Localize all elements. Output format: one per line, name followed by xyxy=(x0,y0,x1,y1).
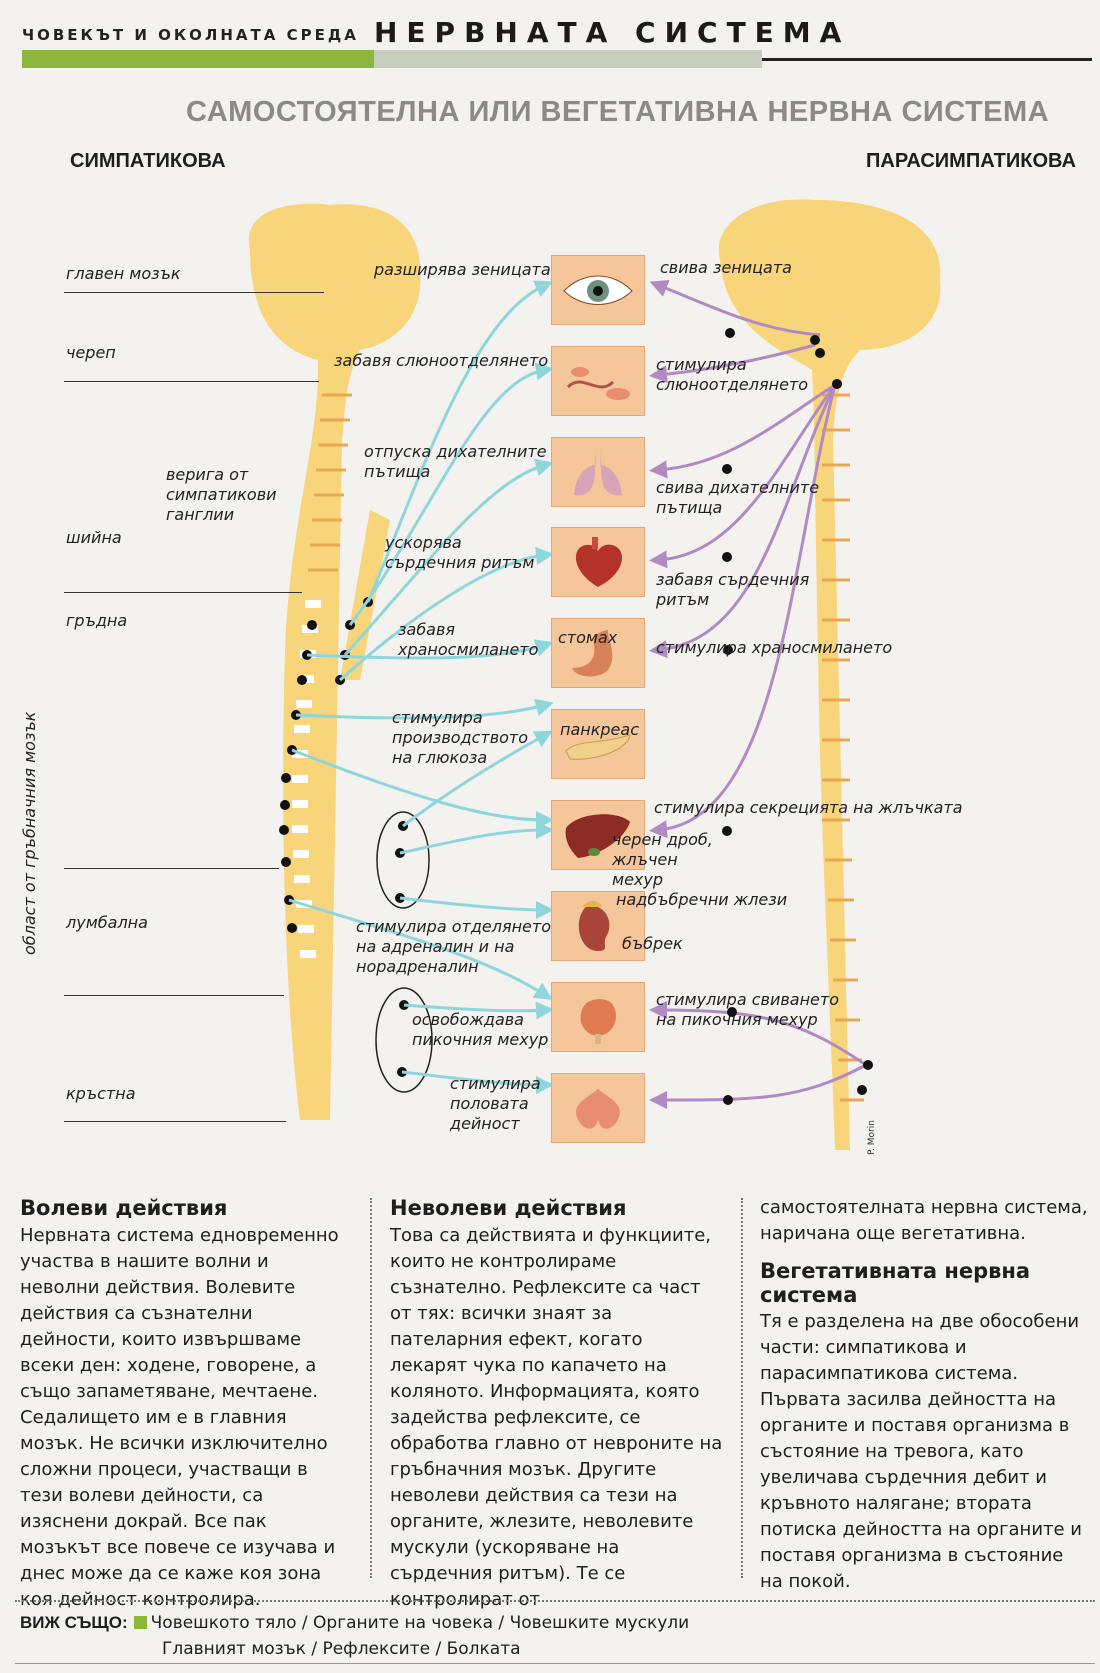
organ-heart xyxy=(551,527,645,597)
see-also-links-line2[interactable]: Главният мозък / Рефлексите / Болката xyxy=(162,1639,521,1659)
sym-action-saliva: забавя слюноотделянето xyxy=(334,351,549,370)
header-rule xyxy=(762,58,1092,61)
page-title: НЕРВНАТА СИСТЕМА xyxy=(374,16,851,49)
para-action-constrict-pupil: свива зеницата xyxy=(660,258,792,277)
kidney-icon xyxy=(578,901,610,951)
eye-icon xyxy=(563,275,633,305)
label-line-sacral xyxy=(64,1121,286,1122)
para-action-bile: стимулира секрецията на жлъчката xyxy=(654,798,963,817)
sym-action-sexual: стимулира половата дейност xyxy=(450,1074,541,1133)
sym-action-bladder: освобождава пикочния мехур xyxy=(412,1010,549,1049)
sym-action-digestion: забавя храносмилането xyxy=(398,620,539,659)
column-vegetative-text: Тя е разделена на две обособени части: с… xyxy=(760,1311,1082,1592)
reproductive-organs-icon xyxy=(576,1089,620,1129)
label-ganglia-chain: верига от симпатикови ганглии xyxy=(166,465,277,524)
column-involuntary: Неволеви действия Това са действията и ф… xyxy=(390,1195,725,1613)
organ-label-liver: черен дроб, жлъчен мехур xyxy=(612,830,713,889)
column-divider-1 xyxy=(370,1198,372,1578)
parasympathetic-fibers xyxy=(649,280,867,1109)
label-line-lumbar xyxy=(64,995,284,996)
column-vegetative: самостоятелната нервна система, наричана… xyxy=(760,1195,1090,1595)
heart-icon xyxy=(575,537,623,587)
see-also-label: ВИЖ СЪЩО: xyxy=(20,1613,128,1632)
organ-pancreas xyxy=(551,709,645,779)
para-action-heart: забавя сърдечния ритъм xyxy=(656,570,810,609)
illustrator-credit: P. Morin xyxy=(867,1120,877,1155)
parasympathetic-spine-rings xyxy=(822,393,864,1102)
sympathetic-fibers xyxy=(288,280,554,1094)
organ-stomach xyxy=(551,618,645,688)
sympathetic-body xyxy=(248,203,421,1120)
label-line-thoracic xyxy=(64,868,279,869)
sympathetic-heading: СИМПАТИКОВА xyxy=(70,150,226,172)
para-action-airways: свива дихателните пътища xyxy=(656,478,820,517)
liver-icon xyxy=(565,814,630,858)
sym-action-dilate-pupil: разширява зеницата xyxy=(374,260,551,279)
sym-action-glucose: стимулира производството на глюкоза xyxy=(392,708,529,767)
parasympathetic-ganglia xyxy=(722,328,873,1105)
column-voluntary: Волеви действия Нервната система едновре… xyxy=(20,1195,350,1613)
label-line-brain xyxy=(64,292,324,293)
label-lumbar: лумбална xyxy=(66,913,148,932)
organ-bladder xyxy=(551,982,645,1052)
page-header: ЧОВЕКЪТ И ОКОЛНАТА СРЕДА НЕРВНАТА СИСТЕМ… xyxy=(22,16,1092,70)
organ-label-pancreas: панкреас xyxy=(560,720,639,739)
salivary-gland-icon xyxy=(566,367,630,400)
column-voluntary-text: Нервната система едновременно участва в … xyxy=(20,1225,339,1610)
sym-action-adrenaline: стимулира отделянето на адреналин и на н… xyxy=(356,917,552,976)
label-sacral: кръстна xyxy=(66,1084,136,1103)
organ-salivary xyxy=(551,346,645,416)
para-action-saliva: стимулира слюноотделянето xyxy=(656,355,809,394)
lungs-icon xyxy=(574,449,622,496)
label-brain: главен мозък xyxy=(66,264,181,283)
label-line-cervical xyxy=(64,592,302,593)
bladder-icon xyxy=(580,999,616,1044)
column-vegetative-heading: Вегетативната нервна система xyxy=(760,1259,1031,1307)
para-action-bladder: стимулира свиването на пикочния мехур xyxy=(656,990,839,1029)
header-bar-grey xyxy=(374,50,762,68)
see-also: ВИЖ СЪЩО: Човешкото тяло / Органите на чо… xyxy=(20,1610,689,1662)
column-involuntary-text: Това са действията и функциите, които не… xyxy=(390,1225,723,1610)
label-cervical: шийна xyxy=(66,528,122,547)
figure-title: САМОСТОЯТЕЛНА ИЛИ ВЕГЕТАТИВНА НЕРВНА СИС… xyxy=(186,96,1050,128)
header-bar-green xyxy=(22,50,374,68)
column-involuntary-heading: Неволеви действия xyxy=(390,1196,627,1220)
parasympathetic-heading: ПАРАСИМПАТИКОВА xyxy=(866,150,1076,172)
column-divider-2 xyxy=(741,1198,743,1578)
footer-divider xyxy=(15,1600,1095,1602)
parasympathetic-body xyxy=(718,199,941,1150)
organ-eye xyxy=(551,255,645,325)
column-vegetative-intro: самостоятелната нервна система, наричана… xyxy=(760,1197,1088,1244)
nervous-system-diagram: P. Morin xyxy=(248,199,941,1155)
organ-label-stomach: стомах xyxy=(558,628,618,647)
column-voluntary-heading: Волеви действия xyxy=(20,1196,228,1220)
organ-kidney xyxy=(551,891,645,961)
bottom-rule xyxy=(15,1663,1095,1664)
sym-action-airways: отпуска дихателните пътища xyxy=(364,442,547,481)
organ-label-kidney: бъбрек xyxy=(622,934,683,953)
organ-liver xyxy=(551,800,645,870)
green-square-icon xyxy=(133,1616,147,1629)
ganglion-cluster-ring-2 xyxy=(375,987,433,1093)
pancreas-icon xyxy=(565,734,631,760)
section-kicker: ЧОВЕКЪТ И ОКОЛНАТА СРЕДА xyxy=(22,26,359,44)
label-thoracic: гръдна xyxy=(66,611,128,630)
ganglion-cluster-ring-1 xyxy=(376,811,430,909)
para-action-digestion: стимулира храносмилането xyxy=(656,638,893,657)
organ-lungs xyxy=(551,437,645,507)
label-line-skull xyxy=(64,381,319,382)
sym-action-heart: ускорява сърдечния ритъм xyxy=(385,533,535,572)
label-skull: череп xyxy=(66,343,116,362)
stomach-icon xyxy=(572,630,613,677)
see-also-links-line1[interactable]: Човешкото тяло / Органите на човека / Чо… xyxy=(150,1613,690,1633)
label-spinal-region: област от гръбначния мозък xyxy=(20,711,39,955)
organ-label-adrenal: надбъбречни жлези xyxy=(616,890,788,909)
sympathetic-spine-rings xyxy=(308,393,352,572)
organ-reproductive xyxy=(551,1073,645,1143)
